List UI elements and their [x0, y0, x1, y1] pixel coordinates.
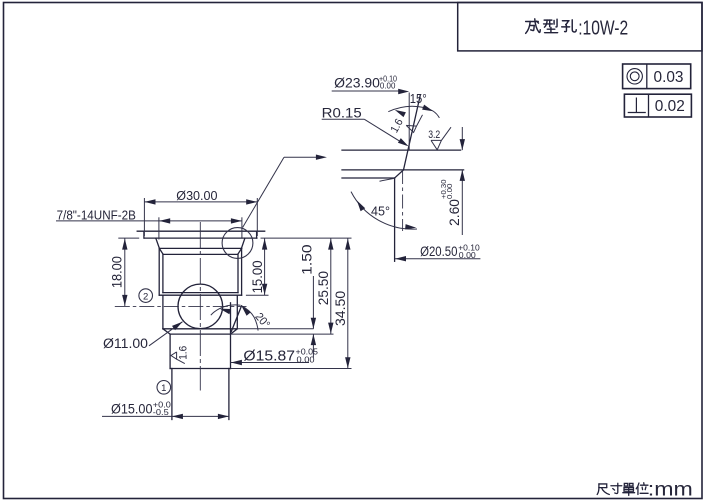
svg-text:3.2: 3.2	[428, 129, 440, 141]
svg-text:45°: 45°	[371, 204, 390, 219]
svg-text:Ø15.00: Ø15.00	[111, 402, 153, 417]
svg-text:18.00: 18.00	[109, 256, 124, 288]
svg-text:0.03: 0.03	[654, 69, 684, 86]
svg-text:1: 1	[161, 383, 166, 394]
svg-text:25.50: 25.50	[316, 271, 331, 305]
svg-text:Ø20.50: Ø20.50	[420, 244, 457, 259]
svg-text:7/8"-14UNF-2B: 7/8"-14UNF-2B	[57, 207, 136, 222]
svg-text:0.00: 0.00	[297, 354, 315, 364]
svg-text:1.6: 1.6	[178, 346, 190, 360]
svg-text:+0.0: +0.0	[153, 400, 171, 410]
svg-text:0.00: 0.00	[459, 250, 476, 260]
svg-text:+0.10: +0.10	[379, 73, 397, 83]
svg-text:1.6: 1.6	[389, 117, 406, 135]
svg-text:0.02: 0.02	[655, 98, 685, 115]
svg-text:15°: 15°	[410, 92, 427, 106]
svg-text:Ø15.87: Ø15.87	[243, 348, 295, 364]
svg-text:2: 2	[143, 291, 148, 302]
svg-text::10W-2: :10W-2	[578, 16, 628, 39]
svg-text:R0.15: R0.15	[322, 105, 362, 120]
svg-text:34.50: 34.50	[333, 291, 348, 326]
svg-text:+0.05: +0.05	[296, 347, 319, 357]
svg-text:15.00: 15.00	[250, 260, 265, 293]
svg-text:Ø11.00: Ø11.00	[103, 336, 148, 351]
svg-text:+0.30: +0.30	[439, 180, 448, 200]
svg-text:1.50: 1.50	[300, 244, 315, 274]
svg-text:Ø30.00: Ø30.00	[176, 189, 217, 203]
svg-text:Ø23.90: Ø23.90	[334, 76, 380, 91]
svg-text:0.00: 0.00	[445, 184, 454, 200]
svg-text:-0.5: -0.5	[153, 407, 169, 417]
svg-text:0.00: 0.00	[380, 81, 396, 91]
svg-text::mm: :mm	[648, 479, 693, 500]
svg-text:+0.10: +0.10	[458, 242, 480, 252]
svg-text:2.60: 2.60	[447, 199, 462, 226]
